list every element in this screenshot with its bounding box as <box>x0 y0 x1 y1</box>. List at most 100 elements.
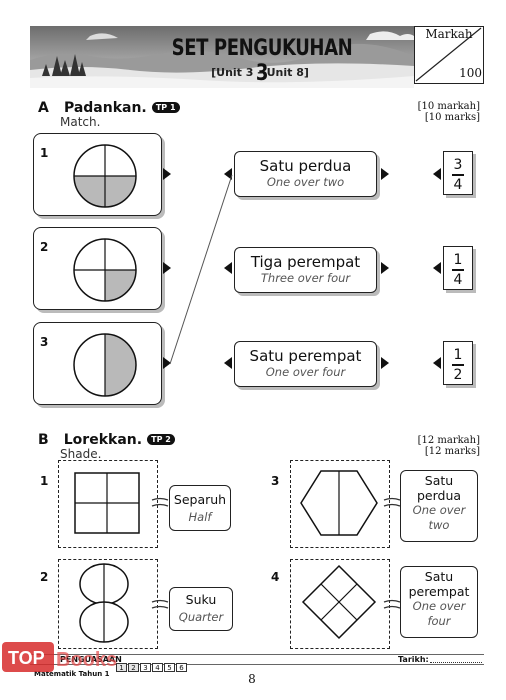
mastery-level-5[interactable]: 5 <box>164 663 175 672</box>
shade-item-1-malay: Separuh <box>173 492 227 507</box>
figure-eight-two-parts <box>79 563 129 643</box>
circle-one-quarter-shaded <box>73 238 137 302</box>
section-a-marks-ms: [10 markah] <box>417 101 480 112</box>
fraction-2-bar <box>452 269 464 271</box>
shade-item-3-malay-2: perdua <box>416 488 462 503</box>
shade-item-4-label: Satu perempat One over four <box>400 566 478 638</box>
mastery-level-1[interactable]: 1 <box>116 663 127 672</box>
score-label: Markah <box>425 27 473 41</box>
connector-dot-item-1 <box>163 168 171 180</box>
score-diagonal <box>415 27 482 82</box>
svg-text:Books: Books <box>56 649 117 671</box>
word-option-3-malay: Satu perempat <box>249 347 362 365</box>
word-option-2-malay: Tiga perempat <box>250 253 361 271</box>
shade-item-1-number: 1 <box>40 474 49 488</box>
word-option-2-english: Three over four <box>260 271 351 285</box>
fraction-3-bar <box>452 364 464 366</box>
word-option-1[interactable]: Satu perdua One over two <box>234 151 377 197</box>
section-b-heading: B Lorekkan. TP 2 <box>38 429 175 448</box>
match-item-2: 2 <box>33 227 162 310</box>
match-item-3: 3 <box>33 322 162 405</box>
shade-item-2-number: 2 <box>40 570 49 584</box>
connector-dot-item-3 <box>163 357 171 369</box>
section-a-title: Padankan. <box>63 100 147 116</box>
mastery-level-6[interactable]: 6 <box>176 663 187 672</box>
word-option-3-english: One over four <box>265 365 346 379</box>
section-b-marks-ms: [12 markah] <box>417 435 480 446</box>
link-squiggle-icon <box>151 599 169 609</box>
fraction-1-numerator: 3 <box>453 157 463 173</box>
connector-dot-word-3-left <box>224 357 232 369</box>
shade-item-1-label: Separuh Half <box>169 485 231 531</box>
word-option-1-malay: Satu perdua <box>259 157 352 175</box>
shade-item-4-number: 4 <box>271 570 280 584</box>
drawn-answer-line <box>169 174 233 365</box>
fraction-2-numerator: 1 <box>453 252 463 268</box>
word-option-3[interactable]: Satu perempat One over four <box>234 341 377 387</box>
section-b-marks: [12 markah] [12 marks] <box>360 435 480 457</box>
connector-dot-word-1-left <box>224 168 232 180</box>
shade-item-3-english-1: One over <box>412 503 466 517</box>
hexagon-two-parts <box>300 470 378 536</box>
section-a-marks: [10 markah] [10 marks] <box>360 101 480 123</box>
mastery-bar <box>30 654 484 665</box>
word-option-2[interactable]: Tiga perempat Three over four <box>234 247 377 293</box>
diamond-four-parts <box>301 564 377 640</box>
section-a-level-badge: TP 1 <box>151 102 180 113</box>
connector-dot-fraction-1 <box>433 168 441 180</box>
mastery-level-3[interactable]: 3 <box>140 663 151 672</box>
fraction-1-denominator: 4 <box>453 176 463 193</box>
score-total: 100 <box>459 66 482 80</box>
mastery-level-4[interactable]: 4 <box>152 663 163 672</box>
connector-dot-word-1-right <box>381 168 389 180</box>
section-b-letter: B <box>38 432 49 448</box>
section-a-letter: A <box>38 100 49 116</box>
score-box <box>414 26 484 84</box>
match-item-1-number: 1 <box>40 146 49 160</box>
fraction-1-bar <box>452 174 464 176</box>
shade-item-4-english-2: four <box>427 614 451 628</box>
shade-item-3-label: Satu perdua One over two <box>400 470 478 542</box>
shade-item-4-malay-2: perempat <box>408 584 470 599</box>
link-squiggle-icon <box>151 497 169 507</box>
section-b-level-badge: TP 2 <box>147 434 175 445</box>
connector-dot-word-3-right <box>381 357 389 369</box>
fraction-3-denominator: 2 <box>453 366 463 383</box>
match-item-2-number: 2 <box>40 240 49 254</box>
shade-item-1-english: Half <box>188 510 212 524</box>
match-item-1: 1 <box>33 133 162 216</box>
shade-item-2-english: Quarter <box>178 610 224 624</box>
fraction-2-denominator: 4 <box>453 271 463 288</box>
shade-item-3-number: 3 <box>271 474 280 488</box>
shade-item-3-frame <box>290 460 390 548</box>
fraction-3-numerator: 1 <box>453 347 463 363</box>
fraction-option-3[interactable]: 1 2 <box>443 341 473 385</box>
shade-item-2-frame <box>58 559 158 649</box>
section-a-marks-en: [10 marks] <box>424 112 480 123</box>
mastery-level-2[interactable]: 2 <box>128 663 139 672</box>
shade-item-4-frame <box>290 559 390 649</box>
shade-item-4-malay-1: Satu <box>424 569 454 584</box>
shade-item-3-english-2: two <box>428 518 450 532</box>
link-squiggle-icon <box>383 599 401 609</box>
connector-dot-fraction-3 <box>433 357 441 369</box>
subject-footer: Matematik Tahun 1 <box>34 670 110 678</box>
fraction-option-2[interactable]: 1 4 <box>443 246 473 290</box>
section-a-heading: A Padankan. TP 1 <box>38 97 180 116</box>
connector-dot-item-2 <box>163 262 171 274</box>
section-b-title: Lorekkan. <box>63 432 143 448</box>
title-banner <box>30 26 414 88</box>
section-a-subtitle: Match. <box>60 115 101 129</box>
fraction-option-1[interactable]: 3 4 <box>443 151 473 195</box>
match-item-3-number: 3 <box>40 335 49 349</box>
page-number: 8 <box>248 672 256 686</box>
circle-half-shaded <box>73 333 137 397</box>
date-field[interactable] <box>430 662 482 663</box>
shade-item-2-label: Suku Quarter <box>169 587 233 631</box>
mastery-label: PENGUASAAN <box>60 655 122 664</box>
svg-text:TOP: TOP <box>8 648 45 668</box>
shade-item-2-malay: Suku <box>185 592 217 607</box>
shade-item-1-frame <box>58 460 158 548</box>
word-option-1-english: One over two <box>266 175 345 189</box>
shade-item-4-english-1: One over <box>412 599 466 613</box>
